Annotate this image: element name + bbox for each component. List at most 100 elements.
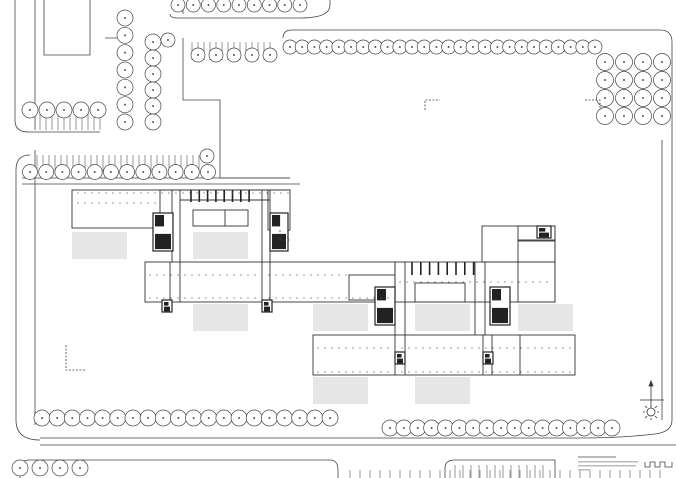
tree-icon	[230, 409, 248, 427]
building-wing	[71, 189, 161, 229]
tree-icon	[306, 409, 324, 427]
tree-icon	[144, 97, 162, 115]
courtyard	[518, 304, 573, 331]
tree-icon	[139, 409, 157, 427]
courtyard	[72, 232, 127, 259]
tree-icon	[615, 107, 633, 125]
tree-icon	[109, 409, 127, 427]
north-arrow-icon	[640, 379, 664, 420]
tree-icon	[587, 39, 603, 55]
tree-icon	[615, 71, 633, 89]
courtyard	[415, 377, 470, 404]
tree-icon	[86, 164, 103, 180]
tree-icon	[89, 101, 107, 119]
courtyards	[72, 232, 573, 404]
tree-icon	[116, 44, 134, 62]
tree-icon	[634, 107, 652, 125]
building-wing	[312, 334, 576, 376]
tree-icon	[292, 0, 308, 13]
classroom	[192, 209, 249, 227]
tree-icon	[51, 459, 69, 477]
tree-icon	[116, 9, 134, 27]
tree-icon	[596, 71, 614, 89]
tree-icon	[167, 164, 184, 180]
site-corner-marks	[65, 99, 601, 371]
tree-icon	[70, 164, 87, 180]
courtyard	[313, 304, 368, 331]
tree-icon	[144, 113, 162, 131]
tree-icon	[563, 39, 578, 55]
tree-icon	[261, 409, 278, 427]
tree-icon	[48, 409, 66, 427]
tree-icon	[653, 107, 671, 125]
tree-rows	[11, 0, 671, 477]
tree-icon	[94, 409, 111, 427]
tree-icon	[262, 47, 278, 63]
tree-icon	[144, 81, 162, 99]
tree-icon	[215, 409, 233, 427]
tree-icon	[103, 164, 119, 180]
tree-icon	[190, 47, 206, 63]
tree-icon	[33, 409, 51, 427]
title-block	[578, 456, 638, 471]
courtyard	[193, 304, 248, 331]
tree-icon	[54, 164, 71, 180]
courtyard	[415, 304, 470, 331]
facade-fins	[190, 190, 475, 275]
tree-icon	[244, 47, 260, 63]
tree-icon	[116, 113, 134, 131]
tree-icon	[634, 53, 652, 71]
tree-icon	[575, 39, 591, 55]
tree-icon	[72, 101, 90, 119]
tree-icon	[245, 409, 263, 427]
tree-icon	[615, 89, 633, 107]
tree-icon	[21, 101, 39, 119]
tree-icon	[201, 0, 216, 13]
tree-icon	[653, 53, 671, 71]
tree-icon	[116, 26, 134, 44]
stair-core	[261, 299, 273, 313]
column-grid	[77, 192, 571, 373]
tree-icon	[144, 65, 162, 83]
tree-icon	[116, 96, 134, 114]
tree-icon	[170, 0, 186, 13]
tree-icon	[294, 39, 310, 55]
tree-icon	[208, 47, 224, 63]
stair-core	[489, 286, 511, 326]
tree-icon	[38, 164, 55, 180]
tree-icon	[596, 107, 614, 125]
tree-icon	[79, 409, 96, 427]
courtyard	[313, 377, 368, 404]
tree-icon	[154, 409, 172, 427]
tree-icon	[11, 459, 29, 477]
tree-icon	[144, 33, 162, 51]
tree-icon	[653, 89, 671, 107]
tree-icon	[653, 71, 671, 89]
stair-core	[269, 212, 289, 252]
stair-core	[536, 225, 552, 239]
stair-core	[394, 351, 406, 365]
tree-icon	[226, 47, 242, 63]
tree-icon	[151, 164, 168, 180]
tree-icon	[291, 409, 309, 427]
stair-cores	[152, 212, 552, 365]
tree-icon	[38, 101, 56, 119]
tree-icon	[185, 0, 201, 13]
courtyard	[193, 232, 248, 259]
tree-icon	[381, 419, 399, 437]
tree-icon	[231, 0, 247, 13]
tree-icon	[634, 89, 652, 107]
tree-icon	[200, 164, 216, 180]
tree-icon	[160, 32, 176, 48]
tree-icon	[277, 0, 293, 13]
tree-icon	[55, 101, 73, 119]
tree-icon	[492, 419, 510, 437]
tree-icon	[276, 409, 293, 427]
stair-core	[152, 212, 174, 252]
tree-icon	[246, 0, 262, 13]
tree-icon	[71, 459, 89, 477]
tree-icon	[343, 39, 359, 55]
stair-core	[374, 286, 396, 326]
tree-icon	[321, 409, 339, 427]
